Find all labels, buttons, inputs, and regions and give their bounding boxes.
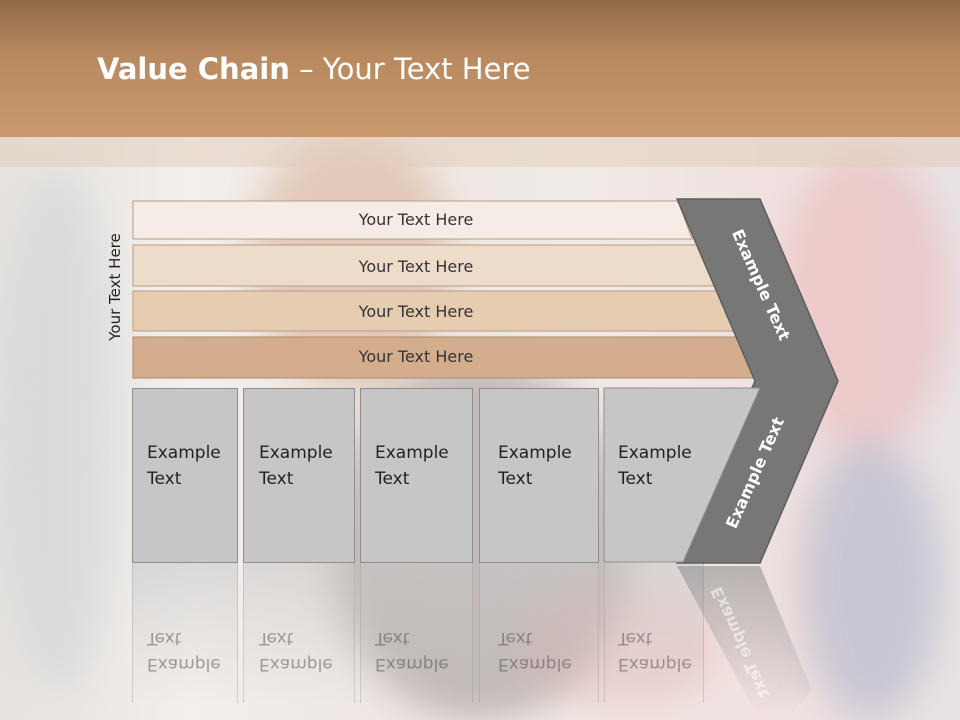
cell-1: [132, 388, 238, 563]
slide-title: Value Chain – Your Text Here: [97, 52, 531, 86]
cell-3: [360, 388, 473, 563]
bar-1-label: Your Text Here: [358, 210, 474, 229]
title-rest: – Your Text Here: [289, 52, 531, 86]
bar-1: [132, 200, 693, 240]
cell-1-line1: Example: [147, 443, 221, 463]
bar-2-label: Your Text Here: [358, 257, 474, 276]
cell-5-shape: [603, 387, 761, 563]
bar-4-label: Your Text Here: [358, 347, 474, 366]
title-band: [0, 0, 960, 137]
cell-2-line2: Text: [259, 469, 294, 489]
cell-2-line1: Example: [259, 443, 333, 463]
title-underband: [0, 137, 960, 167]
bar-3-label: Your Text Here: [358, 302, 474, 321]
cell-3-line2: Text: [375, 469, 410, 489]
cell-1-line2: Text: [147, 469, 182, 489]
cell-5-line2: Text: [618, 469, 653, 489]
cell-2: [243, 388, 355, 563]
cell-3-line1: Example: [375, 443, 449, 463]
cell-4-line2: Text: [498, 469, 533, 489]
title-bold: Value Chain: [97, 52, 290, 86]
cell-4-line1: Example: [498, 443, 572, 463]
chevron-reflection: [677, 566, 812, 715]
cell-4: [479, 388, 599, 563]
cell-5-line1: Example: [618, 443, 692, 463]
